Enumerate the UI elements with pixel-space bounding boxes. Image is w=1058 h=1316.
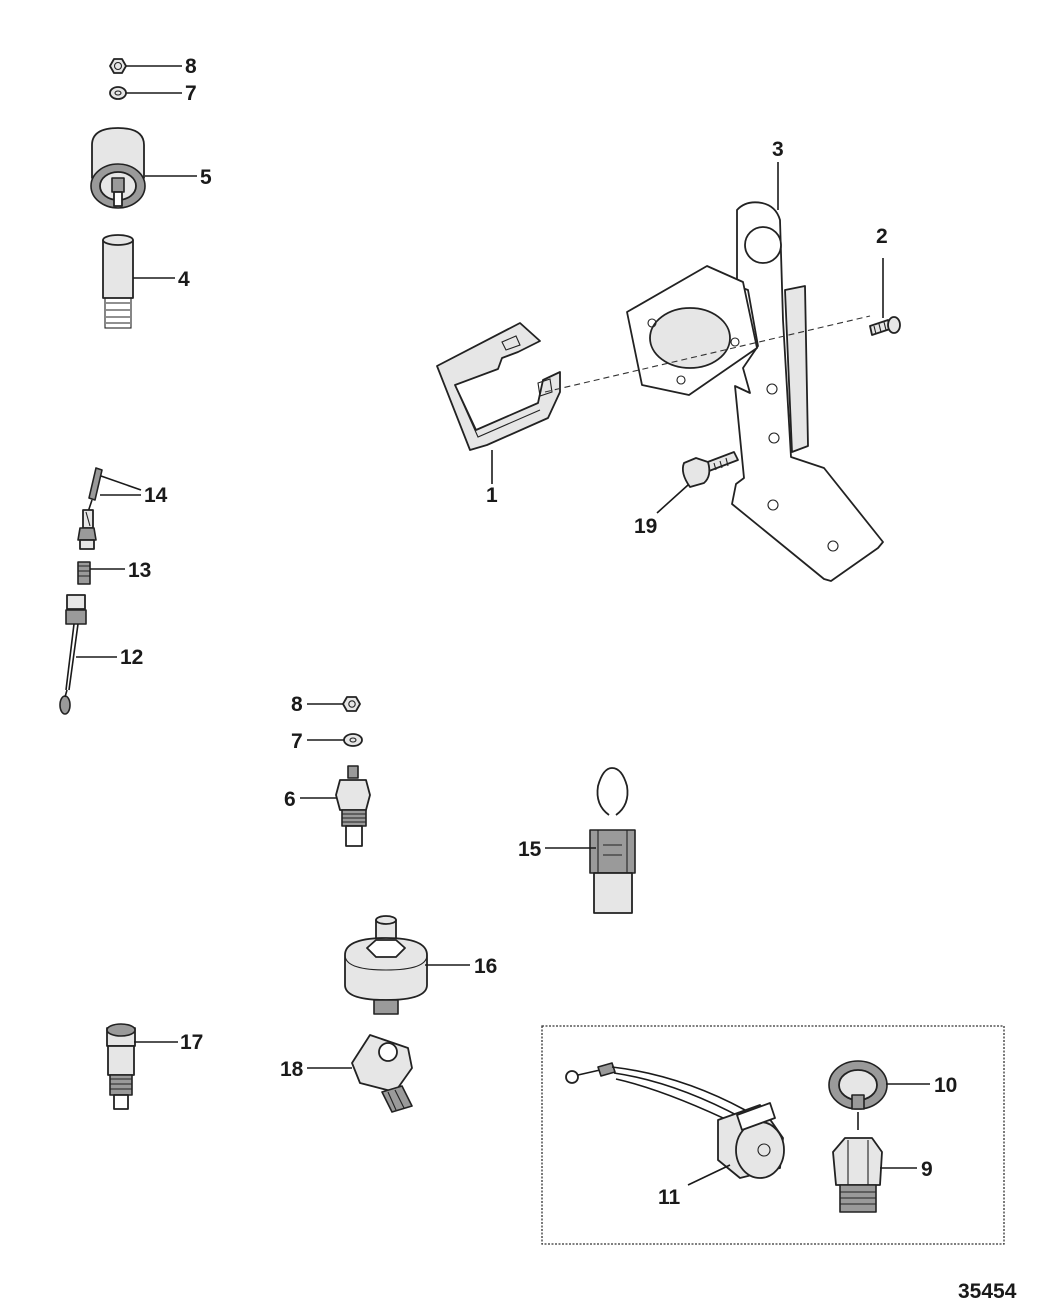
figure-number: 35454 [958,1280,1017,1303]
part-16-knock-sensor [344,915,428,1015]
callout-17: 17 [180,1031,203,1054]
callout-14: 14 [144,484,168,507]
part-7-washer-top [109,86,127,100]
leader-lines [76,65,930,1186]
part-12-sender-probe [59,594,87,715]
part-11-solenoid-harness [565,1062,785,1179]
part-3-bracket [626,201,884,582]
callout-11: 11 [658,1186,681,1209]
callout-8-top: 8 [185,55,197,78]
part-8-nut-mid [342,696,361,712]
callout-4: 4 [178,268,190,291]
callout-19: 19 [634,515,657,538]
callout-1: 1 [486,484,498,507]
part-8-nut-top [109,58,127,74]
callout-6: 6 [284,788,296,811]
callout-15: 15 [518,838,542,861]
part-17-fitting [106,1023,136,1110]
part-5-sender-top [90,127,146,209]
callout-9: 9 [921,1158,933,1181]
callout-2: 2 [876,225,888,248]
callout-8-mid: 8 [291,693,303,716]
part-9-adapter [832,1137,883,1213]
part-7-washer-mid [343,733,363,747]
part-14-sensor-lead [77,467,103,550]
callout-10: 10 [934,1074,957,1097]
callout-3: 3 [772,138,784,161]
callout-16: 16 [474,955,497,978]
part-2-screw [869,316,901,336]
callout-18: 18 [280,1058,304,1081]
part-13-fitting [77,561,91,585]
part-6-temp-switch [335,765,371,847]
part-10-pressure-switch [828,1060,888,1130]
callout-7-mid: 7 [291,730,303,753]
part-15-connector [589,767,636,914]
callout-7-top: 7 [185,82,197,105]
callout-13: 13 [128,559,151,582]
callout-12: 12 [120,646,143,669]
part-18-elbow [351,1034,413,1113]
callout-5: 5 [200,166,212,189]
part-4-adapter-top [102,234,134,329]
part-19-bolt [681,451,739,488]
inset-box [541,1025,1005,1245]
part-1-clip [436,322,561,451]
alignment-line-2 [544,315,871,393]
